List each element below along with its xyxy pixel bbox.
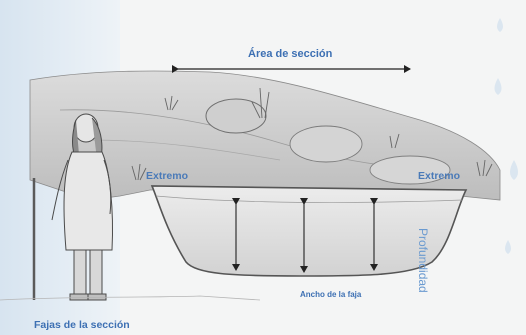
ancho-label: Ancho de la faja [300,290,361,299]
water-drop-icon [495,18,519,254]
area-label: Área de sección [248,48,332,60]
fajas-label: Fajas de la sección [34,319,130,331]
rock [206,99,266,133]
profundidad-label: Profundidad [416,228,430,293]
extremo-left-label: Extremo [146,170,188,182]
extremo-right-label: Extremo [418,170,460,182]
rock [290,126,362,162]
